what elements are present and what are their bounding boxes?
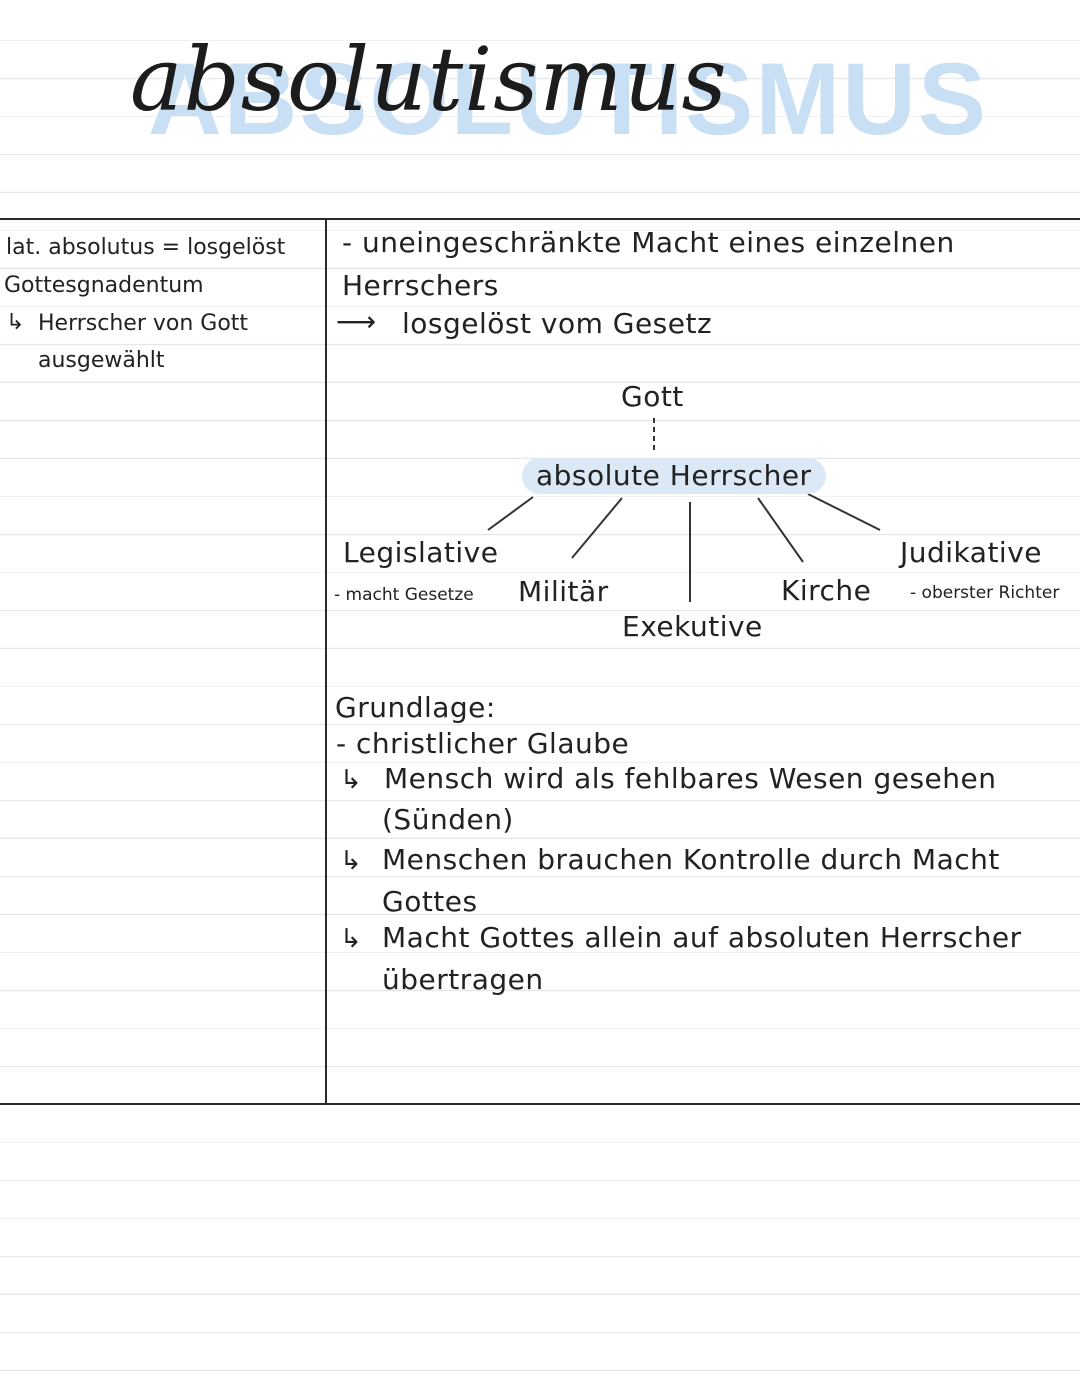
foundation-sub2-line1: Menschen brauchen Kontrolle durch Macht	[382, 843, 1000, 876]
diagram-executive: Exekutive	[622, 610, 763, 643]
foundation-arrow-icon-1: ↳	[340, 765, 363, 795]
diagram-judicative-note: - oberster Richter	[910, 583, 1060, 603]
foundation-heading: Grundlage:	[335, 691, 496, 724]
foundation-arrow-icon-3: ↳	[340, 924, 363, 954]
foundation-sub1-line1: Mensch wird als fehlbares Wesen gesehen	[384, 762, 997, 795]
diagram-absolute-ruler: absolute Herrscher	[522, 458, 826, 494]
foundation-arrow-icon-2: ↳	[340, 846, 363, 876]
title-shadow: ABSOLUTISMUS	[148, 42, 988, 156]
definition-line-1: - uneingeschränkte Macht eines einzelnen	[342, 226, 955, 259]
foundation-sub2-line2: Gottes	[382, 885, 478, 918]
left-line-ruler-chosen: Herrscher von Gott	[38, 311, 249, 336]
definition-line-2: Herrschers	[342, 269, 499, 302]
column-divider	[325, 218, 327, 1105]
foundation-sub3-line1: Macht Gottes allein auf absoluten Herrsc…	[382, 921, 1022, 954]
table-top-line	[0, 218, 1080, 220]
left-line-chosen: ausgewählt	[38, 348, 165, 373]
diagram-god: Gott	[621, 380, 684, 413]
diagram-judicative: Judikative	[900, 536, 1042, 569]
connector-judicative	[807, 493, 881, 531]
table-bottom-line	[0, 1103, 1080, 1105]
foundation-point: - christlicher Glaube	[336, 727, 630, 760]
left-line-divine-right: Gottesgnadentum	[4, 273, 204, 298]
definition-arrow-icon: ⟶	[336, 305, 377, 338]
diagram-church: Kirche	[781, 574, 872, 607]
definition-line-3: losgelöst vom Gesetz	[402, 307, 713, 340]
connector-military	[571, 497, 623, 559]
connector-church	[757, 497, 804, 563]
foundation-sub3-line2: übertragen	[382, 963, 544, 996]
foundation-sub1-line2: (Sünden)	[382, 803, 514, 836]
diagram-military: Militär	[518, 575, 609, 608]
page-title: absolutismus	[130, 28, 728, 131]
diagram-legislative-note: - macht Gesetze	[334, 585, 474, 605]
left-arrow-icon: ↳	[6, 310, 25, 335]
left-line-etymology: lat. absolutus = losgelöst	[6, 235, 286, 260]
connector-legislative	[487, 496, 534, 531]
diagram-legislative: Legislative	[343, 536, 499, 569]
